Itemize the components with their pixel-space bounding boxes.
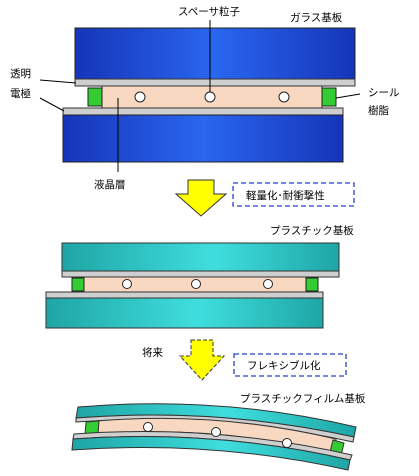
seal-resin-left [87, 87, 103, 107]
seal-resin-label-2: 樹脂 [368, 104, 389, 117]
glass-substrate-label: ガラス基板 [290, 11, 343, 24]
leader-lines [39, 20, 361, 172]
flexible-lcd-cell [71, 403, 357, 471]
benefit-label: 軽量化･耐衝撃性 [246, 189, 325, 202]
bottom-film-substrate [71, 436, 351, 471]
spacer-particle [211, 427, 221, 437]
flexible-label: フレキシブル化 [247, 359, 321, 372]
bottom-electrode [62, 107, 344, 116]
plastic-film-substrate-label: プラスチックフィルム基板 [240, 392, 366, 405]
future-label: 将来 [142, 347, 163, 359]
spacer-particle [191, 279, 201, 289]
spacer-particle [134, 91, 146, 103]
transparent-electrode-label-1: 透明 [10, 68, 31, 80]
plastic-lcd-cell [45, 242, 340, 329]
seal-resin-right [305, 277, 319, 292]
top-plastic-substrate [61, 242, 340, 272]
top-glass-substrate [74, 27, 356, 80]
flexible-box [233, 353, 347, 377]
plastic-substrate-label: プラスチック基板 [270, 224, 354, 237]
spacer-particle [278, 91, 290, 103]
down-arrow-icon [174, 179, 228, 217]
glass-lcd-cell [62, 27, 356, 163]
bottom-glass-substrate [62, 114, 344, 163]
transparent-electrode-label-2: 電極 [10, 87, 31, 100]
spacer-label: スペーサ粒子 [178, 5, 240, 18]
top-electrode [74, 78, 356, 87]
bottom-electrode [45, 291, 324, 299]
seal-resin-right [321, 87, 337, 107]
seal-resin-label-1: シール [368, 87, 400, 99]
spacer-particle [282, 438, 292, 448]
top-electrode [61, 270, 340, 278]
spacer-particle [143, 422, 153, 432]
spacer-particle [122, 279, 132, 289]
spacer-particle [204, 91, 216, 103]
spacer-particle [263, 279, 273, 289]
benefit-box [232, 182, 355, 207]
dashed-down-arrow-icon [178, 339, 226, 381]
bottom-plastic-substrate [45, 297, 324, 329]
liquid-crystal-label: 液晶層 [94, 178, 126, 191]
seal-resin-left [71, 277, 85, 292]
